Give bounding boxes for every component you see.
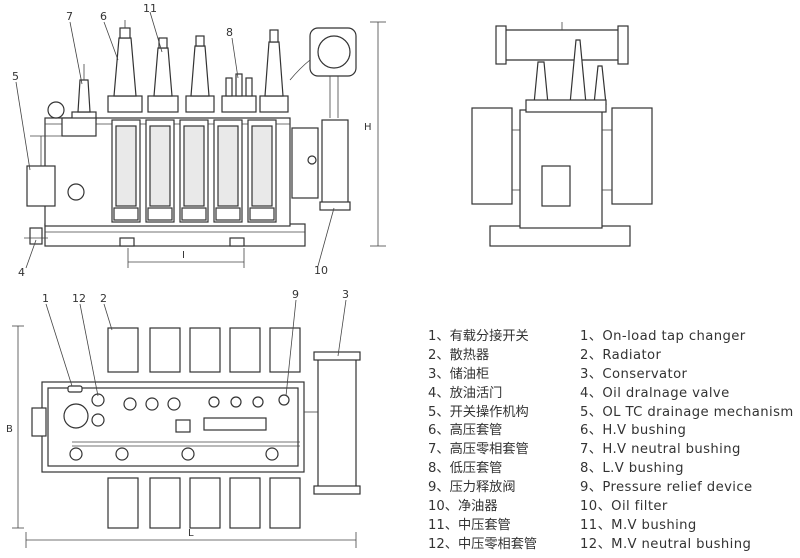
callout-8: 8: [226, 26, 233, 39]
legend-cn-item: 5、开关操作机构: [428, 404, 529, 420]
callout-7: 7: [66, 10, 73, 23]
callout-2: 2: [100, 292, 107, 305]
callout-12: 12: [72, 292, 86, 305]
legend-en-item: 5、OL TC drainage mechanism: [580, 404, 794, 420]
front-elevation: H I 7 6 11 8 5 4 10: [12, 2, 386, 279]
callout-10: 10: [314, 264, 328, 277]
side-elevation: [471, 22, 653, 247]
legend-cn-item: 6、高压套管: [428, 423, 503, 439]
legend-cn-item: 10、净油器: [428, 499, 498, 515]
front-bushings: [71, 20, 289, 121]
legend-en-item: 6、H.V bushing: [580, 423, 687, 439]
legend-en-item: 7、H.V neutral bushing: [580, 442, 741, 458]
legend-en-item: 11、M.V bushing: [580, 517, 697, 533]
callout-11: 11: [143, 2, 157, 15]
legend-en-item: 10、Oil filter: [580, 499, 668, 515]
legend-en-item: 3、Conservator: [580, 366, 688, 382]
legend-en-item: 12、M.V neutral bushing: [580, 536, 752, 552]
legend-en-item: 2、Radiator: [580, 347, 662, 363]
callout-9: 9: [292, 288, 299, 301]
legend-en-item: 1、On-load tap changer: [580, 329, 746, 344]
legend-en-item: 9、Pressure relief device: [580, 480, 753, 496]
legend-cn-item: 9、压力释放阀: [428, 480, 516, 496]
callout-5: 5: [12, 70, 19, 83]
callout-1: 1: [42, 292, 49, 305]
legend-cn-item: 8、低压套管: [428, 461, 503, 477]
legend-english: 1、On-load tap changer 2、Radiator 3、Conse…: [580, 328, 800, 555]
dim-B: B: [6, 424, 13, 435]
legend-cn-item: 11、中压套管: [428, 517, 511, 533]
legend-cn-item: 12、中压零相套管: [428, 536, 538, 552]
legend-en-item: 8、L.V bushing: [580, 461, 684, 477]
callout-4: 4: [18, 266, 25, 279]
legend-cn-item: 1、有载分接开关: [428, 329, 529, 344]
callout-3: 3: [342, 288, 349, 301]
front-radiators: [111, 119, 277, 223]
legend-cn-item: 3、储油柜: [428, 366, 490, 382]
legend-cn-item: 4、放油活门: [428, 385, 503, 401]
callout-6: 6: [100, 10, 107, 23]
legend-cn-item: 2、散热器: [428, 347, 490, 363]
legend-en-item: 4、Oil dralnage valve: [580, 385, 730, 401]
plan-view: B L 1 12 2 9 3: [6, 288, 361, 548]
legend-chinese: 1、有载分接开关 2、散热器 3、储油柜 4、放油活门 5、开关操作机构 6、高…: [428, 328, 578, 555]
dim-I: I: [182, 250, 185, 261]
legend-cn-item: 7、高压零相套管: [428, 442, 529, 458]
dim-H: H: [364, 122, 372, 133]
dim-L: L: [188, 528, 194, 539]
